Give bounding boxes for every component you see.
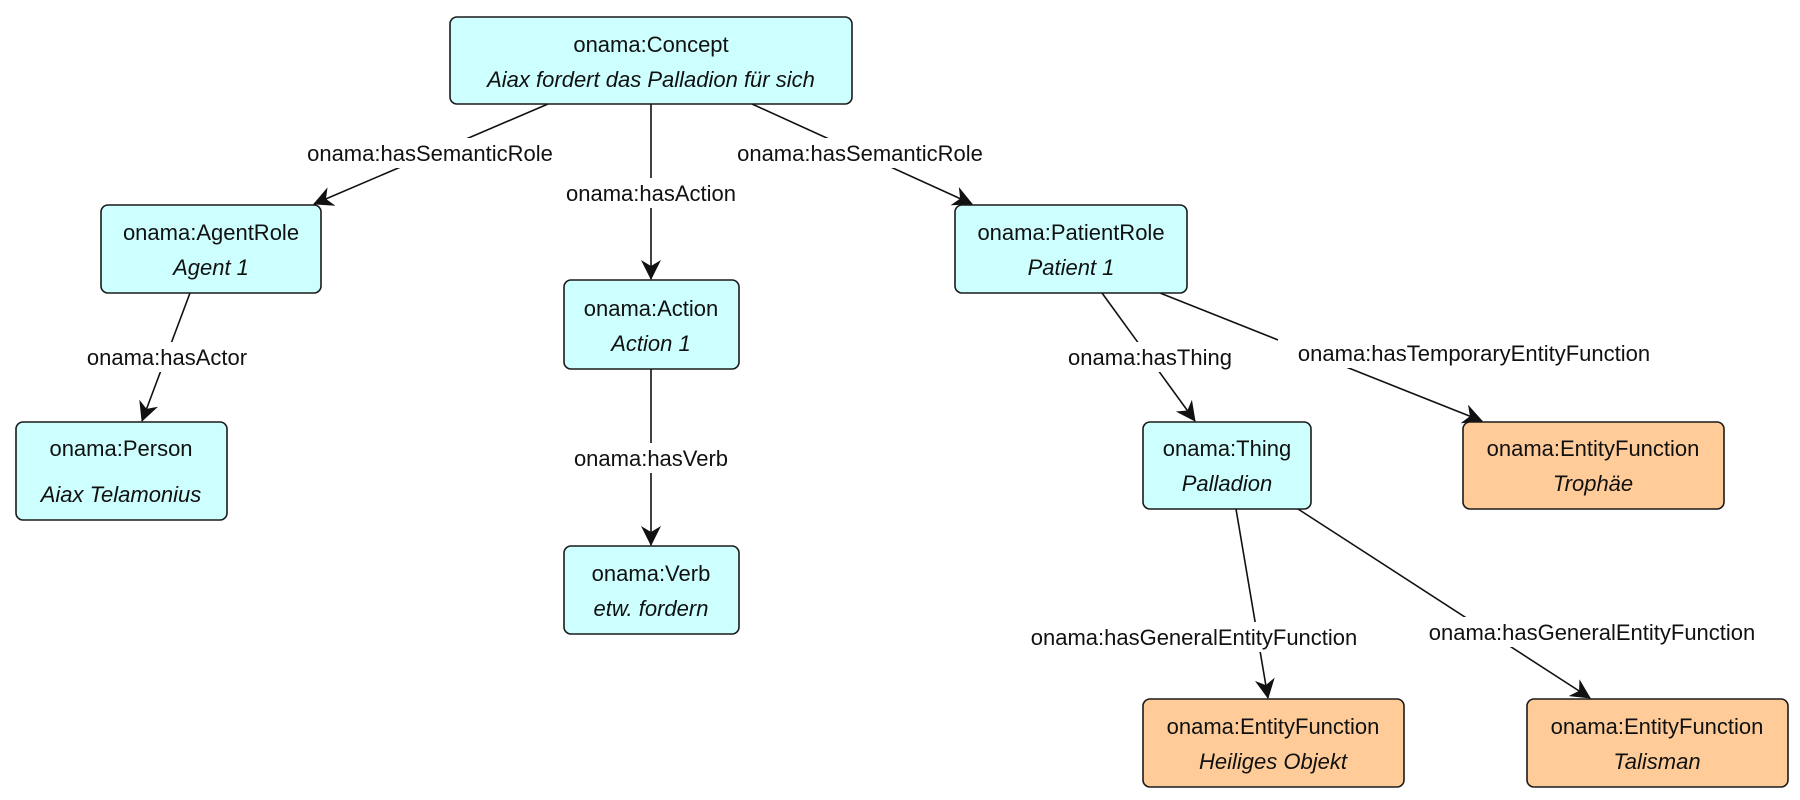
node-patient-role: onama:PatientRole Patient 1 bbox=[954, 204, 1188, 294]
node-type-label: onama:Concept bbox=[573, 32, 728, 57]
node-entity-function-heiliges-objekt: onama:EntityFunction Heiliges Objekt bbox=[1142, 698, 1405, 788]
node-instance-label: Palladion bbox=[1182, 471, 1273, 496]
edge-label-has-semantic-role: onama:hasSemanticRole bbox=[737, 141, 983, 166]
edge-agent-role-to-person: onama:hasActor bbox=[78, 292, 256, 422]
edge-patient-role-to-thing: onama:hasThing bbox=[1057, 292, 1243, 422]
edge-thing-to-heiliges-objekt: onama:hasGeneralEntityFunction bbox=[1016, 508, 1372, 699]
node-type-label: onama:PatientRole bbox=[977, 220, 1164, 245]
node-instance-label: Trophäe bbox=[1553, 471, 1633, 496]
node-agent-role: onama:AgentRole Agent 1 bbox=[100, 204, 322, 294]
node-box bbox=[1142, 698, 1405, 788]
node-box bbox=[1142, 421, 1312, 510]
edge-action-to-verb: onama:hasVerb bbox=[564, 369, 738, 546]
node-concept: onama:Concept Aiax fordert das Palladion… bbox=[449, 16, 853, 105]
node-thing: onama:Thing Palladion bbox=[1142, 421, 1312, 510]
node-type-label: onama:Person bbox=[49, 436, 192, 461]
edge-label-has-temporary-entity-function: onama:hasTemporaryEntityFunction bbox=[1298, 341, 1650, 366]
node-instance-label: Talisman bbox=[1613, 749, 1700, 774]
edge-label-has-thing: onama:hasThing bbox=[1068, 345, 1232, 370]
edge-label-has-general-entity-function: onama:hasGeneralEntityFunction bbox=[1429, 620, 1756, 645]
edge-label-has-semantic-role: onama:hasSemanticRole bbox=[307, 141, 553, 166]
node-instance-label: Agent 1 bbox=[171, 255, 249, 280]
node-instance-label: Action 1 bbox=[609, 331, 691, 356]
node-type-label: onama:Action bbox=[584, 296, 719, 321]
edge-concept-to-patient-role: onama:hasSemanticRole bbox=[723, 103, 997, 206]
node-type-label: onama:EntityFunction bbox=[1551, 714, 1764, 739]
node-verb: onama:Verb etw. fordern bbox=[563, 545, 740, 635]
node-type-label: onama:EntityFunction bbox=[1487, 436, 1700, 461]
edge-thing-to-talisman: onama:hasGeneralEntityFunction bbox=[1297, 508, 1770, 699]
node-instance-label: Aiax fordert das Palladion für sich bbox=[485, 67, 815, 92]
edge-label-has-verb: onama:hasVerb bbox=[574, 446, 728, 471]
node-instance-label: Aiax Telamonius bbox=[39, 482, 202, 507]
node-entity-function-trophaee: onama:EntityFunction Trophäe bbox=[1462, 421, 1725, 510]
node-type-label: onama:Thing bbox=[1163, 436, 1291, 461]
edge-patient-role-to-trophaee: onama:hasTemporaryEntityFunction bbox=[1159, 292, 1670, 424]
node-action: onama:Action Action 1 bbox=[563, 279, 740, 370]
node-type-label: onama:Verb bbox=[592, 561, 711, 586]
node-instance-label: Heiliges Objekt bbox=[1199, 749, 1348, 774]
edge-concept-to-agent-role: onama:hasSemanticRole bbox=[293, 103, 567, 206]
node-type-label: onama:EntityFunction bbox=[1167, 714, 1380, 739]
node-box bbox=[563, 545, 740, 635]
node-instance-label: etw. fordern bbox=[594, 596, 709, 621]
node-box bbox=[563, 279, 740, 370]
node-box bbox=[954, 204, 1188, 294]
node-instance-label: Patient 1 bbox=[1028, 255, 1115, 280]
node-box bbox=[1526, 698, 1789, 788]
edge-concept-to-action: onama:hasAction bbox=[554, 104, 748, 280]
edge-label-has-action: onama:hasAction bbox=[566, 181, 736, 206]
node-box bbox=[15, 421, 228, 521]
node-type-label: onama:AgentRole bbox=[123, 220, 299, 245]
node-person: onama:Person Aiax Telamonius bbox=[15, 421, 228, 521]
node-box bbox=[100, 204, 322, 294]
edge-label-has-actor: onama:hasActor bbox=[87, 345, 247, 370]
node-box bbox=[1462, 421, 1725, 510]
node-box bbox=[449, 16, 853, 105]
edge-label-has-general-entity-function: onama:hasGeneralEntityFunction bbox=[1031, 625, 1358, 650]
node-entity-function-talisman: onama:EntityFunction Talisman bbox=[1526, 698, 1789, 788]
